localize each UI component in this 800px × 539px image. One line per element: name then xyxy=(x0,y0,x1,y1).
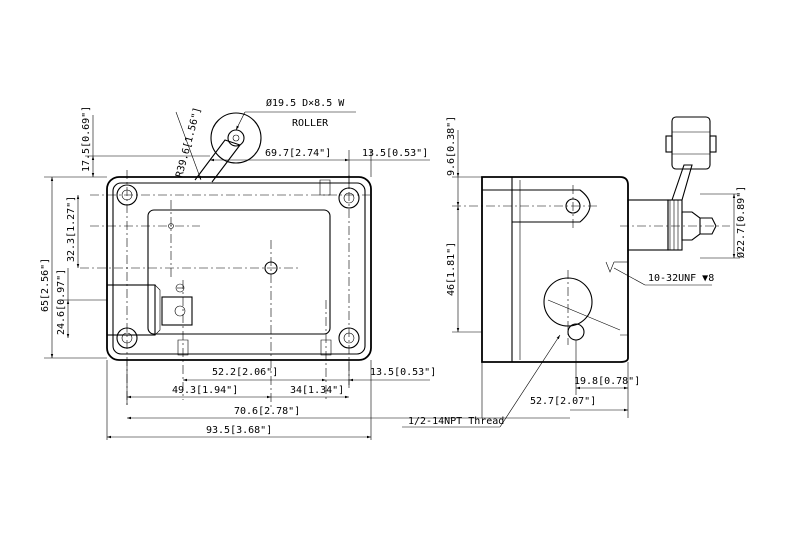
dim-center-left: 49.3[1.94"] xyxy=(172,385,238,396)
front-dimension-lines xyxy=(44,111,570,440)
dim-lower-offset: 24.6[0.97"] xyxy=(56,269,67,335)
note-thread-npt: 1/2-14NPT Thread xyxy=(408,416,504,427)
dim-side-overall: 52.7[2.07"] xyxy=(530,396,596,407)
side-dimension-text: 9.6[0.38"] 46[1.81"] Ø22.7[0.89"] 10-32U… xyxy=(408,116,747,427)
front-view xyxy=(80,112,372,410)
dim-overall-height: 65[2.56"] xyxy=(40,258,51,312)
dim-side-depth: 19.8[0.78"] xyxy=(574,376,640,387)
dim-hole-vertical: 32.3[1.27"] xyxy=(66,196,77,262)
dim-top-right-offset: 13.5[0.53"] xyxy=(362,148,428,159)
roller-outline xyxy=(210,112,262,164)
front-housing-outline xyxy=(106,176,372,361)
side-roller xyxy=(671,116,711,170)
side-dimension-lines xyxy=(402,130,740,428)
dim-overall-width: 93.5[3.68"] xyxy=(206,425,272,436)
dim-roller-label: ROLLER xyxy=(292,118,329,129)
dim-center-right: 34[1.34"] xyxy=(290,385,344,396)
dim-shaft-dia: Ø22.7[0.89"] xyxy=(735,186,747,258)
cover-plate xyxy=(147,209,331,335)
lever-arm xyxy=(194,112,262,183)
dim-arm-radius: R39.6[1.56"] xyxy=(174,106,203,179)
dim-arm-to-right: 69.7[2.74"] xyxy=(265,148,331,159)
conduit-port xyxy=(543,277,593,327)
dim-conduit-center: 70.6[2.78"] xyxy=(234,406,300,417)
dim-roller: Ø19.5 D×8.5 W xyxy=(266,97,345,109)
dim-bottom-right-offset: 13.5[0.53"] xyxy=(370,367,436,378)
shaft-assembly xyxy=(627,199,717,251)
front-housing-inner xyxy=(112,182,366,355)
dim-side-height: 46[1.81"] xyxy=(446,242,457,296)
dim-top-offset: 17.5[0.69"] xyxy=(81,106,92,172)
dim-bottom-hole-spacing: 52.2[2.06"] xyxy=(212,367,278,378)
side-body xyxy=(481,176,629,363)
side-lever-roller xyxy=(665,116,717,201)
side-view xyxy=(452,116,730,363)
dim-side-top: 9.6[0.38"] xyxy=(446,116,457,176)
terminal-tab xyxy=(161,296,193,326)
note-thread-unf: 10-32UNF ▼8 xyxy=(648,273,714,284)
